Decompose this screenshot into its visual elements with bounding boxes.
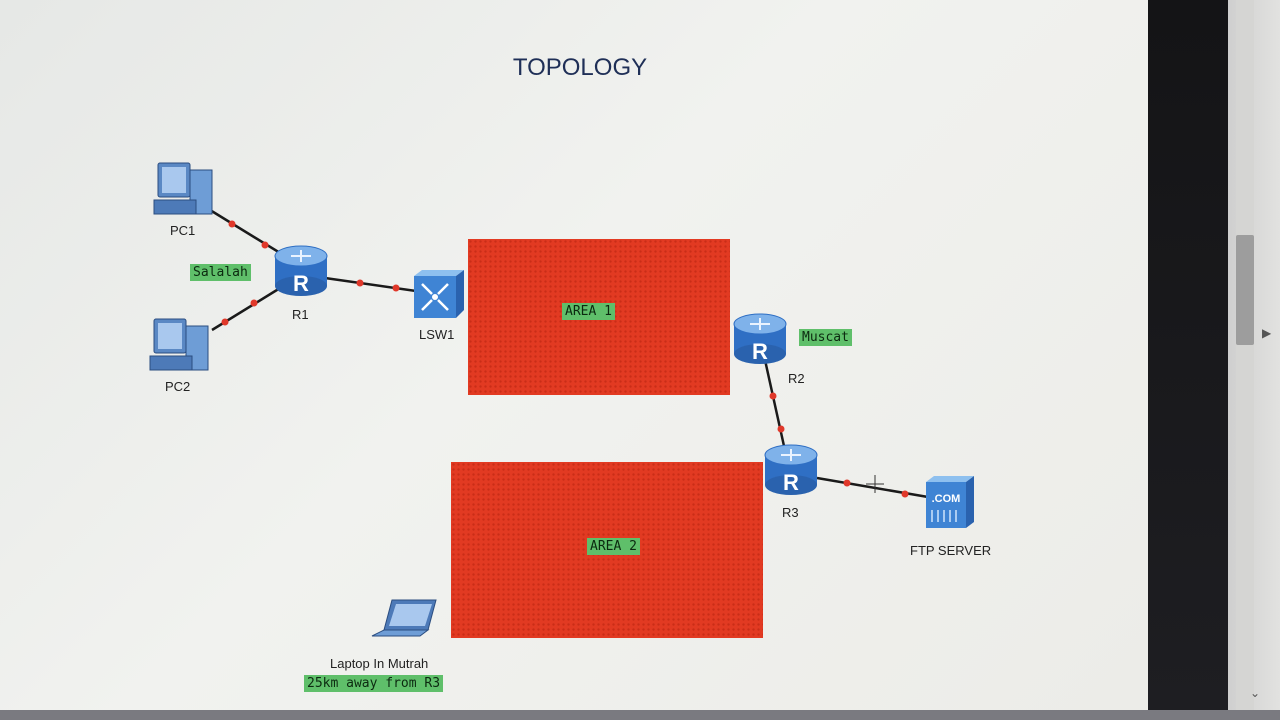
lsw1-device[interactable] — [412, 268, 466, 320]
router-icon: R — [733, 313, 787, 364]
router-icon: R — [764, 444, 818, 495]
taskbar-strip — [0, 710, 1280, 720]
svg-text:R: R — [293, 271, 309, 296]
port-dot — [777, 425, 785, 433]
salalah-note[interactable]: Salalah — [190, 264, 251, 281]
port-dot — [769, 392, 777, 400]
pc1-label: PC1 — [170, 223, 196, 238]
pc2-label: PC2 — [165, 379, 191, 394]
port-dot — [392, 284, 400, 292]
vertical-scrollbar[interactable] — [1236, 0, 1254, 720]
window-edge — [1148, 0, 1228, 720]
svg-text:R: R — [783, 470, 799, 495]
r1-device[interactable]: R — [272, 244, 330, 298]
link-r3-ftp[interactable] — [816, 476, 929, 499]
port-dot — [901, 490, 909, 498]
scroll-down-arrow-icon[interactable]: ⌄ — [1250, 686, 1261, 700]
pc-icon — [149, 318, 209, 371]
area-2-region[interactable] — [451, 462, 763, 638]
link-r2-r3[interactable] — [763, 359, 786, 447]
svg-text:.COM: .COM — [932, 493, 961, 505]
scrollbar-thumb[interactable] — [1236, 235, 1254, 345]
muscat-note[interactable]: Muscat — [799, 329, 852, 346]
lsw1-label: LSW1 — [419, 327, 455, 342]
switch-icon — [414, 270, 464, 318]
router-icon: R — [274, 245, 328, 296]
port-dot — [221, 318, 229, 326]
pc1-device[interactable] — [152, 160, 218, 220]
page-title: TOPOLOGY — [512, 54, 648, 81]
laptop-note[interactable]: 25km away from R3 — [304, 675, 444, 692]
pc2-device[interactable] — [148, 316, 214, 376]
r2-device[interactable]: R — [731, 312, 789, 366]
port-dot — [261, 241, 269, 249]
links-layer — [209, 208, 929, 499]
scroll-right-arrow-icon[interactable]: ▶ — [1262, 326, 1272, 340]
server-icon: .COM — [926, 476, 974, 528]
area-1-label[interactable]: AREA 1 — [562, 303, 615, 320]
ftp-server-label: FTP SERVER — [910, 543, 992, 558]
r1-label: R1 — [292, 307, 309, 322]
pc-icon — [153, 162, 213, 215]
link-r1-lsw1[interactable] — [324, 276, 417, 293]
port-dot — [250, 299, 258, 307]
port-dot — [228, 220, 236, 228]
link-pc1-r1[interactable] — [209, 208, 286, 258]
area-2-label[interactable]: AREA 2 — [587, 538, 640, 555]
ftp-server-device[interactable]: .COM — [924, 474, 976, 532]
port-dot — [356, 279, 364, 287]
r3-device[interactable]: R — [762, 443, 820, 497]
laptop-icon — [371, 599, 437, 637]
laptop-device[interactable] — [370, 596, 440, 644]
svg-text:R: R — [752, 339, 768, 364]
r3-label: R3 — [782, 505, 799, 520]
laptop-label: Laptop In Mutrah — [330, 656, 429, 671]
r2-label: R2 — [788, 371, 805, 386]
port-dot — [843, 479, 851, 487]
